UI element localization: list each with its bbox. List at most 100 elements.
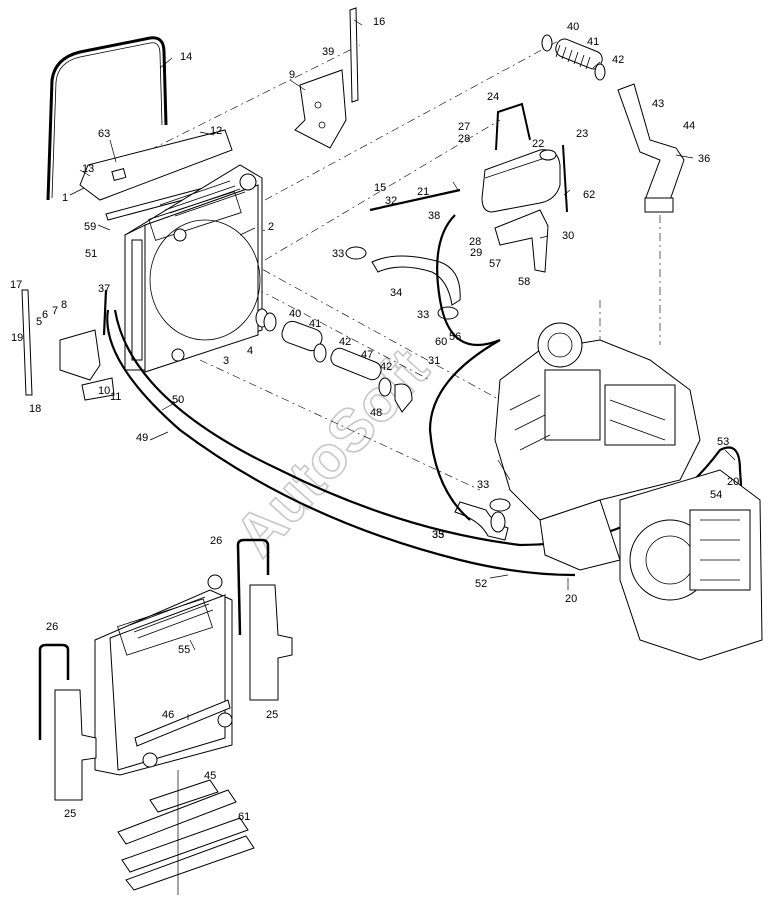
callout-label: 11 — [110, 391, 121, 403]
callout-label: 47 — [361, 349, 373, 361]
callout-label: 49 — [136, 432, 148, 444]
callout-label: 8 — [61, 299, 67, 311]
callout-label: 36 — [698, 153, 710, 165]
callout-label: 27 — [458, 121, 470, 133]
lower-hose-pipe — [255, 308, 413, 413]
bracket-9 — [294, 69, 347, 149]
side-strip-17 — [21, 289, 33, 396]
callout-label: 42 — [612, 54, 624, 66]
callout-label: 32 — [385, 195, 397, 207]
callout-label: 28 — [469, 236, 481, 248]
callout-label: 31 — [428, 355, 440, 367]
callout-label: 25 — [64, 808, 76, 820]
hoses — [102, 188, 744, 577]
callout-label: 45 — [204, 770, 216, 782]
callout-label: 23 — [576, 128, 588, 140]
callout-label: 39 — [322, 46, 334, 58]
plate-25-left — [54, 689, 97, 801]
callout-label: 59 — [84, 221, 96, 233]
callout-label: 60 — [435, 336, 447, 348]
callout-label: 5 — [36, 316, 42, 328]
rod-62 — [562, 144, 568, 213]
callout-label: 29 — [470, 247, 482, 259]
callout-label: 40 — [567, 21, 579, 33]
callout-label: 33 — [432, 529, 444, 541]
callout-label: 10 — [98, 385, 110, 397]
callout-label: 35 — [432, 529, 444, 541]
callout-label: 41 — [587, 36, 599, 48]
seal-26-left — [38, 643, 70, 740]
leader-lines — [69, 19, 736, 720]
callout-label: 46 — [162, 709, 174, 721]
strap-24 — [495, 102, 531, 151]
callout-label: 26 — [46, 621, 58, 633]
radiator-55 — [94, 574, 233, 776]
callout-label: 16 — [373, 16, 385, 28]
plate-25-right — [249, 584, 293, 701]
callout-label: 54 — [710, 489, 722, 501]
seal-strip — [46, 36, 168, 201]
callout-label: 55 — [178, 644, 190, 656]
callout-label: 24 — [487, 91, 499, 103]
callout-label: 61 — [238, 811, 250, 823]
callout-label: 25 — [266, 709, 278, 721]
callout-label: 51 — [85, 248, 97, 260]
expansion-tank — [481, 149, 561, 213]
callout-label: 62 — [583, 189, 595, 201]
callout-label: 3 — [223, 355, 229, 367]
seal-26-right — [236, 538, 270, 636]
callout-label: 22 — [532, 138, 544, 150]
callout-label: 20 — [565, 593, 577, 605]
callout-label: 9 — [289, 69, 295, 81]
callout-label: 21 — [417, 186, 429, 198]
top-shroud-plate — [79, 129, 233, 201]
callout-label: 43 — [652, 98, 664, 110]
watermark: AutoSoft — [222, 336, 441, 569]
callout-label: 56 — [449, 331, 461, 343]
pad-61-c — [125, 835, 255, 891]
pad-61-a — [117, 789, 237, 845]
upper-hose-pipe — [541, 34, 685, 213]
shroud-slot — [111, 168, 127, 182]
pad-45 — [149, 779, 219, 813]
callout-label: 33 — [477, 479, 489, 491]
callout-label: 26 — [210, 535, 222, 547]
callout-label: 20 — [727, 476, 739, 488]
callout-label: 18 — [29, 403, 41, 415]
callout-label: 52 — [475, 578, 487, 590]
seal-strip-inner — [51, 42, 163, 199]
callout-label: 42 — [339, 336, 351, 348]
callout-label: 38 — [428, 210, 440, 222]
side-bracket-5-8 — [59, 329, 101, 381]
callout-label: 37 — [98, 283, 110, 295]
callout-label: 58 — [518, 276, 530, 288]
cooler-assembly — [124, 164, 263, 373]
callout-label: 33 — [417, 309, 429, 321]
callout-label: 13 — [82, 163, 94, 175]
callout-label: 6 — [42, 309, 48, 321]
hose-34 — [371, 255, 461, 306]
pad-61-b — [121, 817, 249, 873]
bracket-30 — [494, 209, 549, 273]
callout-label: 7 — [52, 305, 58, 317]
callout-label: 48 — [370, 407, 382, 419]
callout-label: 40 — [289, 308, 301, 320]
engine-assembly — [494, 322, 763, 661]
callout-label: 1 — [62, 192, 68, 204]
callouts: 1 2 3 4 5 6 7 8 9 10 11 12 13 14 15 16 1… — [10, 16, 739, 823]
callout-label: 53 — [717, 436, 729, 448]
callout-label: 41 — [309, 318, 321, 330]
callout-label: 42 — [380, 361, 392, 373]
callout-label: 33 — [332, 248, 344, 260]
callout-label: 17 — [10, 279, 22, 291]
callout-label: 12 — [210, 125, 222, 137]
callout-label: 28 — [458, 133, 470, 145]
callout-label: 19 — [11, 332, 23, 344]
callout-label: 57 — [489, 258, 501, 270]
callout-label: 2 — [268, 221, 274, 233]
rod-16 — [349, 7, 359, 103]
callout-label: 15 — [374, 182, 386, 194]
callout-label: 50 — [172, 394, 184, 406]
callout-label: 30 — [562, 230, 574, 242]
